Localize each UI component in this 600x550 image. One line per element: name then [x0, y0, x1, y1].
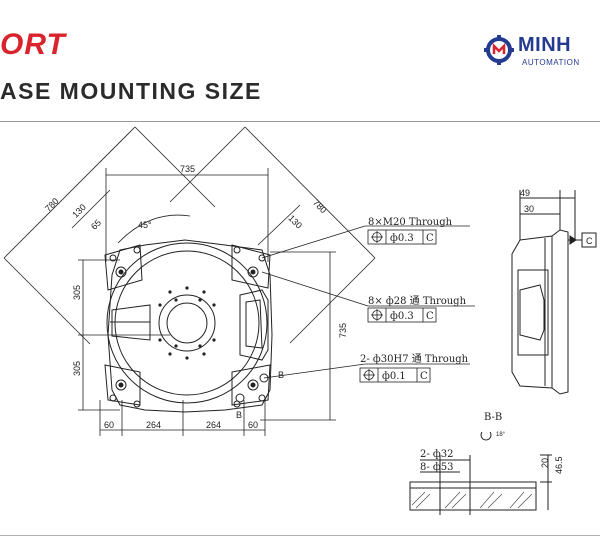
note-3-datum: C — [420, 371, 428, 382]
dim-60-right: 60 — [248, 420, 258, 430]
company-logo: MINH AUTOMATION — [484, 32, 600, 72]
section-rotation: 18° — [496, 432, 506, 438]
section-marker-b2: B — [236, 410, 242, 420]
dim-30: 30 — [524, 204, 534, 214]
leader-note-3 — [263, 363, 366, 379]
brand-fragment: ORT — [0, 28, 66, 61]
tolerance-frame-3 — [359, 367, 431, 383]
section-marker-b1: B — [278, 370, 284, 380]
dim-45-degree: 45° — [138, 220, 152, 230]
note-1-tolerance: ф0.3 — [390, 233, 414, 244]
tolerance-frame-1 — [367, 229, 437, 245]
dim-264-right: 264 — [206, 420, 221, 430]
dim-49: 49 — [520, 188, 530, 198]
section-dim-32: 2- ф32 — [420, 449, 453, 460]
dim-20: 20 — [540, 458, 550, 468]
base-plate — [106, 239, 273, 413]
dim-735-top: 735 — [180, 164, 195, 174]
section-view-bb — [409, 431, 552, 515]
datum-c-label: C — [586, 236, 593, 246]
leader-note-1 — [261, 225, 366, 259]
section-label: B-B — [484, 412, 502, 423]
dim-305-bottom: 305 — [72, 361, 82, 376]
page-title: ASE MOUNTING SIZE — [0, 78, 262, 104]
footer-divider — [0, 535, 600, 536]
logo-subtitle: AUTOMATION — [522, 58, 580, 67]
dim-65: 65 — [89, 218, 103, 232]
note-1-text: 8×M20 Through — [368, 217, 453, 228]
dim-264-left: 264 — [146, 420, 161, 430]
dim-735-right: 735 — [338, 323, 348, 338]
dim-line-780-left — [3, 126, 136, 259]
dim-60-left: 60 — [104, 420, 114, 430]
dim-780-right: 780 — [311, 198, 329, 216]
leader-note-2 — [261, 271, 369, 307]
section-dim-53: 8- ф53 — [420, 462, 453, 473]
note-1-datum: C — [426, 233, 434, 244]
tolerance-frame-2 — [367, 307, 437, 323]
center-bore — [158, 294, 216, 352]
dim-305-top: 305 — [72, 285, 82, 300]
logo-name: MINH — [518, 34, 572, 56]
dim-46-5: 46.5 — [554, 456, 564, 474]
gear-icon — [484, 35, 514, 65]
dim-130-left: 130 — [70, 202, 88, 220]
note-2-datum: C — [426, 311, 434, 322]
bolt-pattern — [158, 286, 216, 360]
note-3-text: 2- ф30H7 通 Through — [360, 353, 469, 365]
side-view — [511, 190, 597, 395]
mounting-pads — [104, 244, 271, 408]
dim-780-left: 780 — [43, 196, 61, 214]
note-3-tolerance: ф0.1 — [382, 371, 406, 382]
note-2-text: 8× ф28 通 Through — [368, 295, 467, 307]
note-2-tolerance: ф0.3 — [390, 311, 414, 322]
dim-line-780-right — [244, 126, 376, 259]
header-divider — [0, 121, 600, 122]
